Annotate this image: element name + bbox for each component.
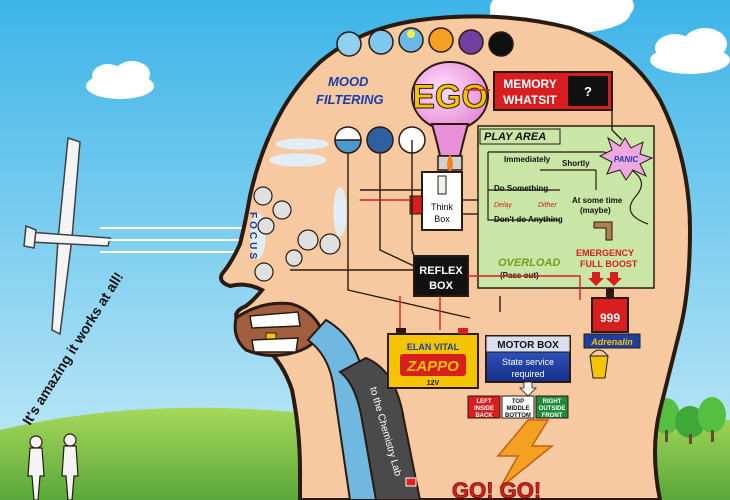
throat-tube <box>306 318 386 500</box>
alarm-plunger <box>606 288 614 298</box>
optical-lenses <box>250 138 347 259</box>
dither-label: Dither <box>538 202 557 209</box>
play-area-title: PLAY AREA <box>484 131 546 143</box>
shortly-label: Shortly <box>562 159 590 168</box>
candle-icon <box>437 175 447 195</box>
adrenalin-label: Adrenalin <box>590 337 633 347</box>
col-left-2: INSIDE <box>474 406 494 412</box>
at-some-time-label: At some time <box>572 196 623 205</box>
whatsit-label: WHATSIT <box>503 93 557 107</box>
panic-burst <box>598 136 654 181</box>
reflex-label: REFLEX <box>419 265 463 277</box>
cloud-right <box>650 28 730 74</box>
lever-icon <box>593 221 613 241</box>
full-boost-label: FULL BOOST <box>580 259 638 269</box>
bucket-icon <box>589 355 609 379</box>
col-mid-2: MIDDLE <box>507 406 530 412</box>
chemistry-lab-marker <box>405 477 417 487</box>
col-right-2: OUTSIDE <box>539 406 566 412</box>
motor-box-line1: State service <box>502 357 554 367</box>
filtering-label: FILTERING <box>316 92 384 107</box>
control-wires <box>290 89 623 330</box>
ego-label: EGO <box>412 78 488 116</box>
at-some-time-maybe: (maybe) <box>580 206 611 215</box>
zappo-badge <box>400 354 466 376</box>
battery-terminal-left <box>396 328 406 334</box>
bucket-handle <box>589 349 609 357</box>
box-label: Box <box>434 214 450 224</box>
overload-label: OVERLOAD <box>498 257 560 269</box>
think-label: Think <box>431 202 454 212</box>
delay-label: Delay <box>494 202 512 209</box>
col-left-3: BACK <box>475 413 493 419</box>
sight-lines <box>100 227 250 253</box>
mood-filtering-label: MOOD <box>328 74 369 89</box>
focus-label: FOCUS <box>247 212 258 262</box>
onlooker-figures <box>27 433 79 500</box>
reflex-box-label: BOX <box>429 280 454 292</box>
battery-terminal-right <box>458 328 468 334</box>
glider-icon <box>23 136 111 336</box>
memory-display <box>568 76 608 106</box>
ego-bulb <box>411 61 489 172</box>
memory-value: ? <box>584 84 592 99</box>
col-mid-3: BOTTOM <box>505 413 531 419</box>
boost-arrows <box>588 272 622 286</box>
play-area-title-frame <box>479 128 561 145</box>
reflex-box <box>413 255 469 297</box>
chemistry-tube <box>338 356 422 500</box>
go-go-label: GO! GO! <box>452 478 541 500</box>
memory-label: MEMORY <box>503 77 557 91</box>
motor-columns <box>467 395 569 419</box>
emergency-label: EMERGENCY <box>576 248 634 258</box>
lightning-bolt-icon <box>496 419 555 489</box>
col-right-3: FRONT <box>542 413 563 419</box>
motor-box-title: MOTOR BOX <box>497 340 559 351</box>
col-mid-1: TOP <box>512 399 524 405</box>
adrenalin-box <box>583 333 641 349</box>
cloud-left <box>86 61 154 99</box>
dont-do-anything-label: Don't do Anything <box>494 215 563 224</box>
volts-label: 12V <box>427 380 440 387</box>
motor-box-header <box>485 335 571 353</box>
alarm-label: 999 <box>600 311 620 325</box>
motor-box-line2: required <box>511 369 544 379</box>
focus-gears <box>253 186 341 282</box>
elan-vital-label: ELAN VITAL <box>407 342 460 352</box>
teeth-lower <box>251 337 299 353</box>
panic-label: PANIC <box>614 155 639 164</box>
do-something-label: Do Something <box>494 184 548 193</box>
col-right-1: RIGHT <box>543 399 562 405</box>
zappo-label: ZAPPO <box>406 358 459 375</box>
teeth-upper <box>249 311 301 329</box>
col-left-1: LEFT <box>477 399 492 405</box>
think-box-plug <box>409 195 423 215</box>
mood-lenses <box>336 27 514 57</box>
motor-arrow-icon <box>519 381 537 397</box>
immediately-label: Immediately <box>504 155 551 164</box>
